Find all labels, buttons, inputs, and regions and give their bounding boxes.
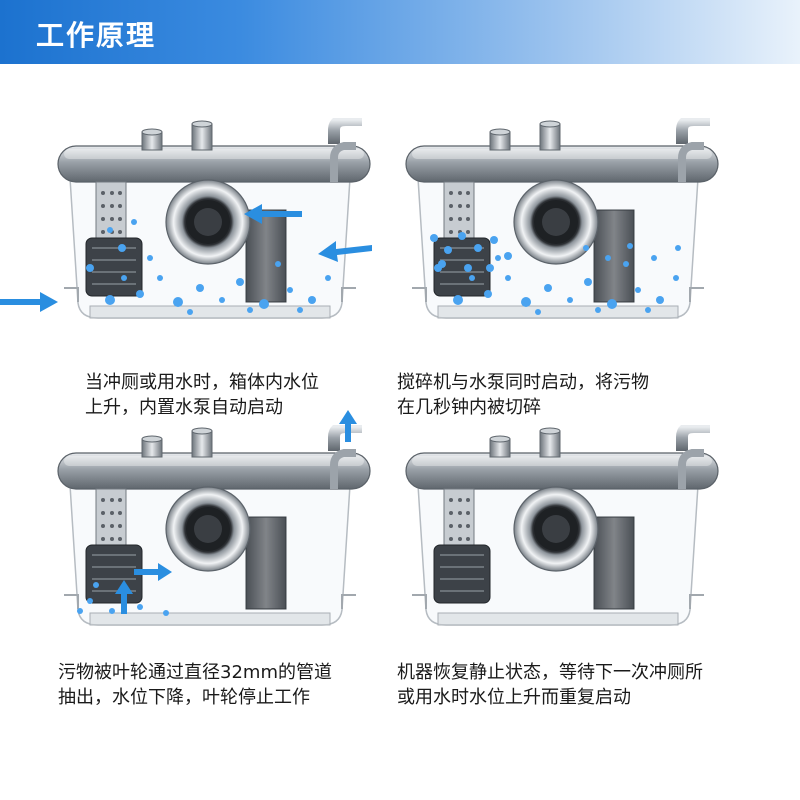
step-2-caption: 搅碎机与水泵同时启动，将污物 在几秒钟内被切碎: [397, 372, 649, 418]
inflow-arrow-icon: [0, 292, 58, 312]
impeller-flow-arrow-icon: [115, 580, 133, 614]
step-1-caption: 当冲厕或用水时，箱体内水位 上升，内置水泵自动启动: [85, 372, 319, 418]
page-title: 工作原理: [36, 19, 157, 52]
header-banner: 工作原理: [0, 0, 800, 64]
inflow-arrow-icon: [244, 204, 302, 224]
step-1-illustration: [50, 118, 380, 328]
step-3-caption: 污物被叶轮通过直径32mm的管道 抽出，水位下降，叶轮停止工作: [58, 662, 332, 708]
step-4-illustration: [398, 425, 728, 635]
step-2-illustration: [398, 118, 728, 328]
step-3-illustration: [50, 425, 380, 635]
inflow-arrow-icon: [318, 241, 372, 262]
outflow-arrow-icon: [339, 410, 357, 442]
impeller-flow-arrow-icon: [134, 563, 172, 581]
step-4-caption: 机器恢复静止状态，等待下一次冲厕所 或用水时水位上升而重复启动: [397, 662, 703, 708]
